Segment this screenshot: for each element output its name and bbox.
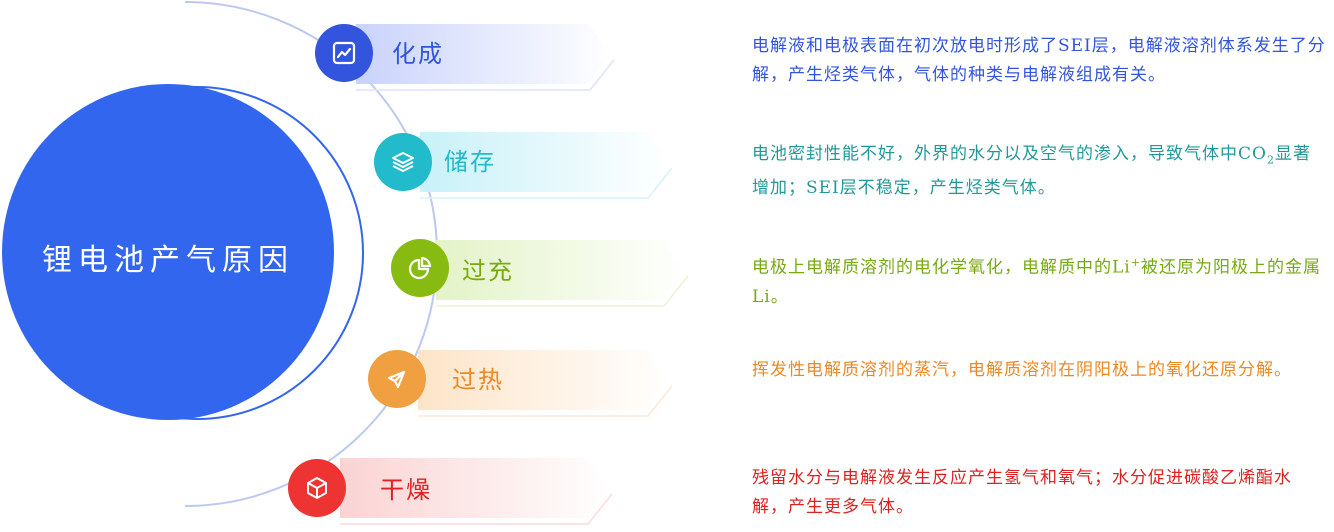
item-desc-ganzao: 残留水分与电解液发生反应产生氢气和氧气；水分促进碳酸乙烯酯水解，产生更多气体。 <box>752 468 1292 517</box>
item-desc-chucun: 电池密封性能不好，外界的水分以及空气的渗入，导致气体中CO2显著增加；SEI层不… <box>752 144 1311 199</box>
item-label-guochong: 过充 <box>462 257 514 285</box>
cube-icon <box>288 459 346 517</box>
layers-icon <box>374 133 432 191</box>
banner-guochong <box>436 240 689 307</box>
chart-icon <box>315 24 373 82</box>
superscript-plus: + <box>1130 256 1141 269</box>
item-desc-guochong: 电极上电解质溶剂的电化学氧化，电解质中的Li+被还原为阳极上的金属Li。 <box>752 256 1321 307</box>
banner-guore <box>418 350 673 417</box>
pie-chart-icon <box>391 239 449 297</box>
banner-chucun <box>420 132 673 199</box>
send-icon <box>368 350 426 408</box>
center-circle <box>2 84 334 420</box>
banner-ganzao <box>340 458 613 525</box>
item-label-huacheng: 化成 <box>392 40 444 68</box>
banner-huacheng <box>356 24 615 91</box>
item-label-ganzao: 干燥 <box>380 476 432 504</box>
item-desc-huacheng: 电解液和电极表面在初次放电时形成了SEI层，电解液溶剂体系发生了分解，产生烃类气… <box>752 36 1326 85</box>
item-desc-guore: 挥发性电解质溶剂的蒸汽，电解质溶剂在阴阳极上的氧化还原分解。 <box>752 360 1292 380</box>
subscript-two: 2 <box>1266 153 1275 167</box>
item-label-chucun: 储存 <box>444 148 496 176</box>
center-title: 锂电池产气原因 <box>42 243 294 278</box>
item-label-guore: 过热 <box>452 366 504 394</box>
